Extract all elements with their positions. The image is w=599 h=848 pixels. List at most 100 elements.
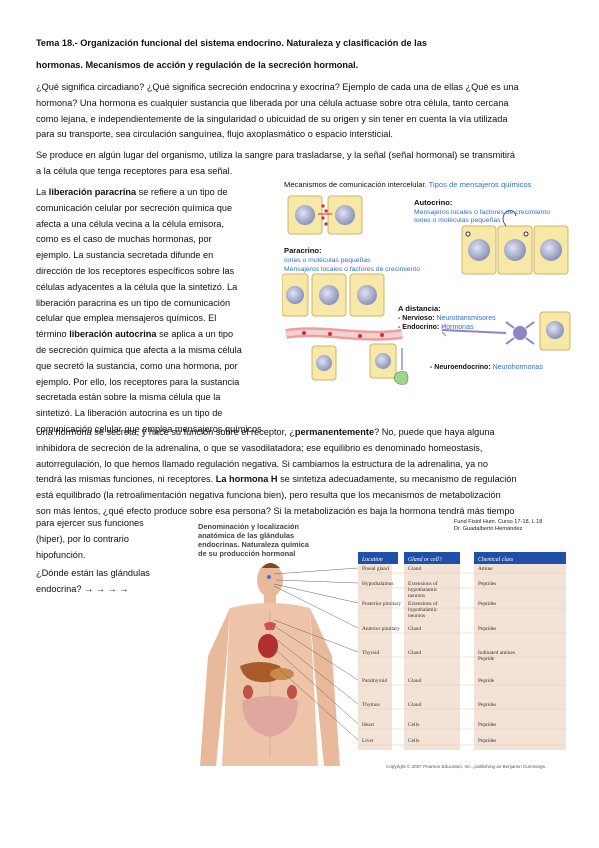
text-span: término — [36, 329, 70, 340]
endocrino-value: Hormonas — [441, 324, 474, 331]
col-gland: Gland or cell? — [408, 557, 442, 563]
title-line-1: Tema 18.- Organización funcional del sis… — [36, 38, 427, 48]
table-cell-gland: Gland — [408, 566, 421, 572]
paracrino-line-2: Mensajeros locales o factores de crecimi… — [284, 266, 420, 273]
paragraph-1: ¿Qué significa circadiano? ¿Qué signific… — [36, 80, 566, 143]
col-chemical: Chemical class — [478, 557, 514, 563]
svg-text:- Endocrino: Hormonas: - Endocrino: Hormonas — [398, 324, 474, 331]
text-line: ejemplo. La sustancia secretada difunde … — [36, 250, 214, 261]
figure2-title-4: de su producción hormonal — [198, 549, 295, 558]
table-cell-chemical: Peptide — [478, 678, 495, 684]
title-line-2: hormonas. Mecanismos de acción y regulac… — [36, 60, 359, 70]
text-line: Se produce en algún lugar del organismo,… — [36, 150, 516, 160]
table-cell-chemical: Peptides — [478, 702, 496, 708]
text-line: ejemplo. Por ello, los receptores para l… — [36, 376, 240, 387]
text-line: ¿Dónde están las glándulas — [36, 568, 150, 578]
table-cell-gland: Gland — [408, 650, 421, 656]
reference-line-1: Fund Fisiol Hum. Curso 17-18. L 18 — [454, 519, 542, 525]
text-line: autorregulación, lo que hemos llamado re… — [36, 458, 488, 469]
table-cell-chemical: Iodinated amines — [478, 650, 515, 656]
figure2-title-3: endocrinas. Naturaleza química — [198, 540, 310, 549]
text-line: endocrina? → → → → — [36, 583, 129, 594]
table-cell-gland: Extensions of — [408, 580, 438, 587]
text-span: se sintetiza adecuadamente, su mecanismo… — [277, 474, 517, 485]
paracrino-label: Paracrino: — [284, 246, 322, 255]
neuron — [441, 311, 571, 351]
table-cell-location: Pineal gland — [362, 566, 389, 572]
gland-table: Location Gland or cell? Chemical class — [358, 552, 566, 750]
table-cell-gland: neurons — [408, 613, 425, 619]
endocrine-glands-figure: Denominación y localización anatómica de… — [190, 516, 570, 770]
autocrino-line-1: Mensajeros locales o factores de crecimi… — [414, 209, 550, 216]
figure2-title-1: Denominación y localización — [198, 522, 300, 531]
figure2-title-2: anatómica de las glándulas — [198, 531, 294, 540]
table-cell-chemical: Peptides — [478, 722, 496, 728]
bold-term: liberación autocrina — [69, 329, 157, 340]
table-cell-chemical: Peptides — [478, 601, 496, 607]
text-line: de secreción química que afecta a la mis… — [36, 344, 242, 355]
text-span: se aplica a un tipo — [156, 329, 234, 340]
table-cell-gland: Cells — [408, 738, 419, 744]
text-line: (hiper), por lo contrario — [36, 533, 129, 544]
text-line: está equilibrado (la retroalimentación n… — [36, 490, 501, 501]
endocrine-glands-diagram: Denominación y localización anatómica de… — [198, 519, 566, 769]
figure-title: Mecanismos de comunicación intercelular. — [284, 180, 429, 189]
paracrino-line-1: Iones o moléculas pequeñas — [284, 257, 371, 264]
table-cell-gland: Cells — [408, 722, 419, 728]
text-line: comunicación celular que emplea mensajer… — [36, 423, 265, 434]
blood-vessel — [285, 327, 409, 385]
leader-lines — [271, 567, 359, 741]
svg-text:- Nervioso: Neurotransmisores: - Nervioso: Neurotransmisores — [398, 315, 496, 322]
text-line: para su transporte, sea circulación sang… — [36, 129, 393, 140]
text-span: ? No, puede que haya alguna — [374, 427, 495, 437]
bold-term: permanentemente — [294, 427, 375, 437]
table-cell-location: Anterior pituitary — [362, 626, 400, 632]
copyright: Copyright © 2007 Pearson Education, Inc.… — [386, 763, 546, 769]
communication-diagram: Mecanismos de comunicación intercelular.… — [281, 180, 571, 385]
paracrine-cells-top — [287, 195, 363, 235]
text-line: a la célula que tenga receptores para es… — [36, 165, 233, 176]
text-span: se refiere a un tipo de — [136, 187, 228, 197]
text-line: tendrá las mismas funciones, ni receptor… — [36, 472, 566, 488]
figure-title-blue: Tipos de mensajeros químicos — [429, 180, 532, 189]
table-cell-chemical: Peptide — [478, 656, 495, 662]
neuroendocrino-label: - Neuroendocrino: — [430, 364, 493, 371]
table-cell-gland: hypothalamic — [408, 607, 438, 613]
text-line: como es el caso de muchas hormonas, por — [36, 234, 212, 245]
text-line: liberación paracrina es un tipo de comun… — [36, 297, 231, 308]
table-cell-location: Parathyroid — [362, 678, 387, 684]
col-location: Location — [361, 557, 383, 563]
table-cell-chemical: Peptides — [478, 626, 496, 632]
paragraph-5: ¿Dónde están las glándulas endocrina? → … — [36, 566, 206, 598]
table-cell-location: Posterior pituitary — [362, 601, 401, 607]
distancia-label: A distancia: — [398, 304, 441, 313]
text-line: hipofunción. — [36, 549, 86, 560]
endocrino-label: - Endocrino: — [398, 324, 441, 331]
text-line: inhibidora de secreción de la adrenalina… — [36, 442, 483, 453]
text-line: dirección de los receptores específicos … — [36, 265, 235, 276]
table-cell-gland: Gland — [408, 626, 421, 632]
paracrine-cells-bottom — [281, 273, 385, 317]
nervioso-value: Neurotransmisores — [437, 315, 497, 322]
text-line: que secretó la sustancia, como una hormo… — [36, 360, 238, 371]
text-line: como lejana, e independientemente de la … — [36, 113, 508, 124]
table-cell-location: Liver — [362, 738, 374, 744]
text-line: Una hormona se secreta, y hace su funció… — [36, 425, 566, 441]
table-cell-gland: Gland — [408, 678, 421, 684]
text-line: celular que emplea mensajeros químicos. … — [36, 313, 217, 324]
text-line: para ejercer sus funciones — [36, 518, 144, 528]
communication-figure: Mecanismos de comunicación intercelular.… — [281, 178, 574, 398]
table-cell-location: Heart — [362, 722, 374, 728]
table-cell-chemical: Peptides — [478, 738, 496, 744]
text-line: secretada están sobre la misma célula qu… — [36, 392, 221, 403]
table-cell-chemical: Amine — [478, 566, 493, 572]
table-cell-gland: Extensions of — [408, 600, 438, 607]
bold-term: liberación paracrina — [48, 187, 137, 197]
paragraph-2: Se produce en algún lugar del organismo,… — [36, 148, 566, 180]
text-line: comunicación celular por secreción quími… — [36, 202, 233, 213]
table-cell-gland: Gland — [408, 702, 421, 708]
bold-term: La hormona H — [215, 474, 278, 485]
table-cell-gland: neurons — [408, 593, 425, 599]
text-line: sintetizó. La liberación autocrina es un… — [36, 408, 223, 419]
